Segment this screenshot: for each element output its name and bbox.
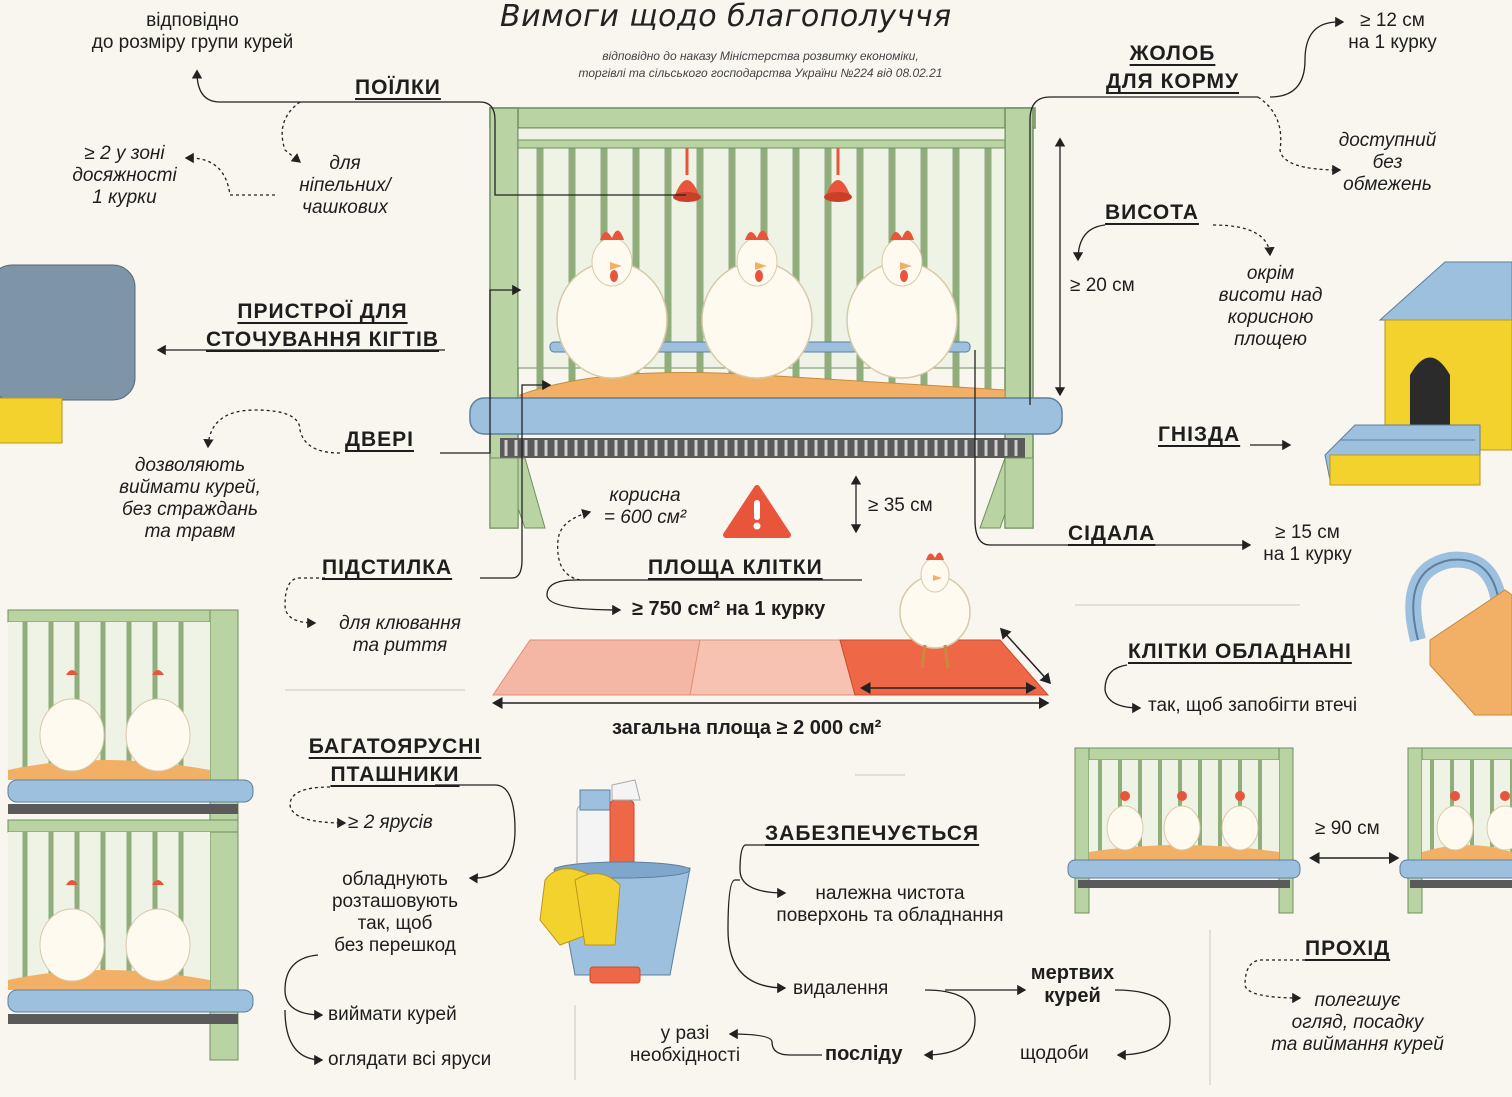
feeder-heading-line-1: ЖОЛОБ (1129, 42, 1216, 65)
aisle-note: полегшує огляд, посадку та виймання куре… (1271, 990, 1444, 1055)
hen-2 (701, 230, 813, 379)
multitier-tiers-note: ≥ 2 ярусів (348, 812, 433, 833)
drinker-left (673, 148, 701, 202)
drinkers-heading: ПОЇЛКИ (355, 76, 441, 99)
main-cage (469, 107, 1063, 529)
drinkers-group-note: відповідно до розміру групи курей (91, 10, 294, 53)
floor-height-value: ≥ 35 см (868, 495, 933, 516)
page-title: Вимоги щодо благополуччя (500, 0, 952, 34)
drinker-right (824, 148, 852, 202)
hen-1 (556, 230, 668, 379)
height-heading: ВИСОТА (1105, 201, 1199, 224)
height-value: ≥ 20 см (1070, 275, 1135, 296)
perches-heading: СІДАЛА (1068, 522, 1156, 545)
floor-area-illustration (492, 627, 1052, 709)
hen-3 (846, 230, 958, 379)
doors-note: дозволяють виймати курей, без страждань … (119, 455, 261, 542)
drinkers-type-note: для ніпельних/ чашкових (299, 153, 391, 218)
nests-heading: ГНІЗДА (1158, 423, 1241, 446)
padlock-illustration (1405, 551, 1512, 716)
multitier-cages-illustration (7, 609, 254, 1061)
nest-box-illustration (1324, 261, 1512, 486)
feeder-heading-line-2: ДЛЯ КОРМУ (1105, 70, 1240, 93)
connector-lines (156, 16, 1345, 1066)
section-dividers (285, 604, 1300, 1085)
doors-heading: ДВЕРІ (345, 428, 414, 451)
aisle-distance: ≥ 90 см (1315, 818, 1380, 839)
ensured-clean-note: належна чистота поверхонь та обладнання (776, 883, 1004, 926)
drinkers-reach-note: ≥ 2 у зоні досяжності 1 курки (72, 143, 177, 208)
feeder-size-note: ≥ 12 см на 1 курку (1348, 10, 1437, 53)
claw-sharpener-illustration (0, 264, 136, 444)
ensured-dead-hens: мертвих курей (1030, 962, 1115, 1007)
cages-equipped-note: так, щоб запобігти втечі (1148, 695, 1358, 716)
litter-note: для клювання та риття (339, 613, 461, 656)
aisle-heading: ПРОХІД (1305, 937, 1391, 960)
claw-heading-line-2: СТОЧУВАННЯ КІГТІВ (205, 328, 440, 351)
subtitle-line-1: відповідно до наказу Міністерства розвит… (602, 49, 919, 63)
manure-grate (504, 440, 1018, 456)
multitier-item-remove: виймати курей (328, 1004, 457, 1025)
ensured-removal: видалення (793, 978, 889, 999)
ensured-as-needed: у разі необхідності (629, 1023, 741, 1066)
perches-note: ≥ 15 см на 1 курку (1263, 522, 1352, 565)
area-per-hen: ≥ 750 см² на 1 курку (632, 598, 826, 620)
useful-area-note: корисна = 600 см² (603, 485, 687, 528)
cage-area-heading: ПЛОЩА КЛІТКИ (648, 556, 823, 579)
ensured-manure: посліду (825, 1043, 903, 1065)
cages-equipped-heading: КЛІТКИ ОБЛАДНАНІ (1128, 640, 1352, 663)
multitier-equip-note: обладнують розташовують так, щоб без пер… (331, 869, 459, 956)
aisle-cages-illustration (1067, 747, 1512, 914)
ensured-daily: щодоби (1020, 1043, 1089, 1064)
claw-heading-line-1: ПРИСТРОЇ ДЛЯ (237, 300, 408, 323)
multitier-heading-line-1: БАГАТОЯРУСНІ (308, 735, 482, 758)
subtitle-line-2: торгівлі та сільського господарства Укра… (578, 66, 943, 80)
multitier-heading-line-2: ПТАШНИКИ (330, 763, 460, 786)
warning-icon (723, 485, 791, 538)
standing-hen (899, 552, 971, 669)
total-area: загальна площа ≥ 2 000 см² (612, 717, 882, 739)
multitier-item-inspect: оглядати всі яруси (328, 1049, 492, 1070)
ensured-heading: ЗАБЕЗПЕЧУЄТЬСЯ (765, 822, 980, 845)
feeder-access-note: доступний без обмежень (1338, 130, 1437, 195)
cleaning-supplies-illustration (539, 779, 691, 984)
litter-heading: ПІДСТИЛКА (322, 556, 453, 579)
height-note: окрім висоти над корисною площею (1218, 263, 1323, 350)
